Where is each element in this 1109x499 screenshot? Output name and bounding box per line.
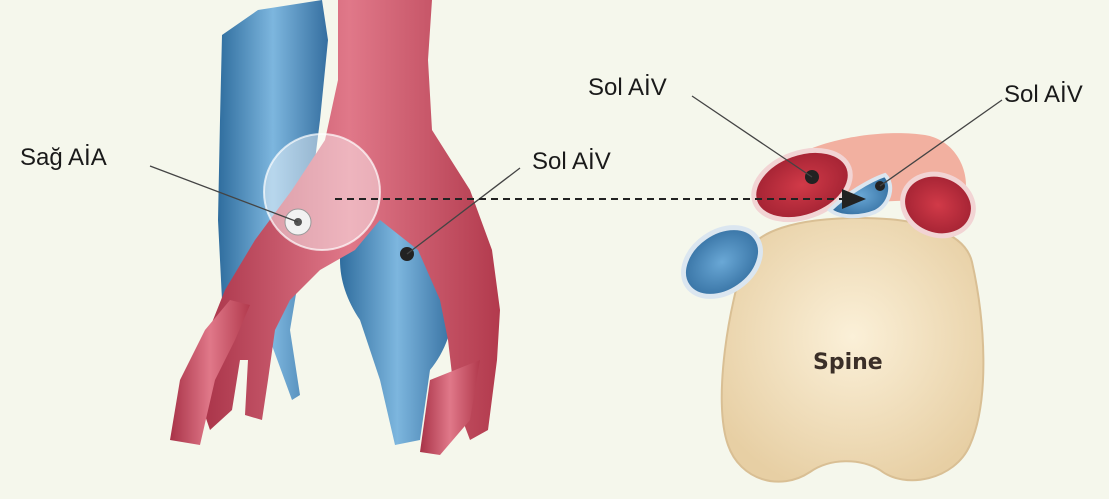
label-left-iliac-vein-left: Sol AİV: [532, 150, 611, 174]
leader-line-sol-aiv-top: [692, 96, 812, 177]
label-left-iliac-vein-right: Sol AİV: [1004, 83, 1083, 107]
label-left-iliac-vein-top: Sol AİV: [588, 76, 667, 100]
highlight-circle: [264, 134, 380, 250]
label-right-iliac-artery: Sağ AİA: [20, 146, 107, 170]
label-spine: Spine: [813, 352, 883, 374]
